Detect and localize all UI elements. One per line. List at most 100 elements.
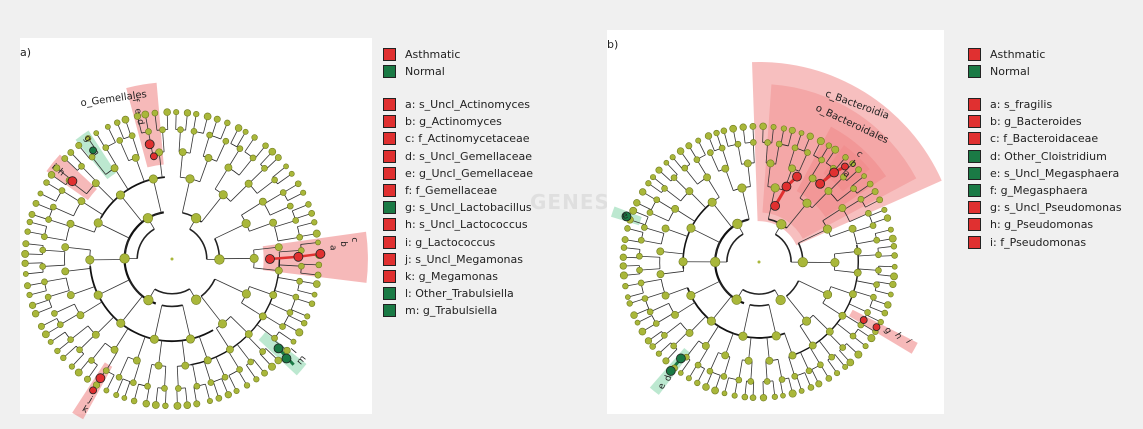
enriched-node (829, 167, 839, 178)
branch-line (48, 290, 70, 298)
taxon-node (671, 311, 679, 319)
taxon-node (817, 361, 824, 369)
taxon-node (626, 300, 633, 307)
clade-label: e (621, 211, 630, 222)
branch-line (119, 140, 130, 161)
taxon-node (775, 294, 786, 306)
taxon-node (873, 281, 880, 288)
taxon-node (24, 228, 31, 235)
branch-line (721, 147, 729, 168)
taxon-node (763, 378, 771, 385)
branch-line (641, 278, 662, 284)
taxon-node (645, 180, 652, 187)
panel_a-legend-item: d: s_Uncl_Gemellaceae (383, 149, 532, 164)
branch-line (80, 301, 103, 316)
taxon-node (875, 267, 882, 274)
taxon-node (61, 243, 70, 252)
taxon-node (286, 202, 294, 210)
branch-arc (283, 315, 289, 324)
branch-line (48, 219, 70, 227)
taxon-node (685, 375, 692, 382)
branch-arc (200, 278, 216, 298)
branch-arc (154, 288, 191, 295)
taxon-node (735, 376, 743, 384)
legend-label: Normal (990, 65, 1030, 78)
taxon-node (804, 149, 811, 156)
taxon-node (650, 174, 657, 181)
branch-line (60, 313, 80, 325)
taxon-node (739, 123, 747, 131)
taxon-node (162, 402, 169, 409)
taxon-node (110, 164, 119, 173)
taxon-node (704, 132, 713, 140)
enriched-node (770, 200, 780, 211)
branch-line (828, 332, 844, 348)
branch-line (297, 290, 315, 296)
branch-arc (869, 299, 873, 308)
branch-line (215, 356, 226, 378)
legend-swatch (383, 149, 396, 163)
branch-line (241, 201, 264, 216)
clade-label: i (903, 338, 913, 345)
taxon-node (652, 320, 660, 327)
taxon-node (214, 254, 225, 265)
taxon-node (39, 246, 47, 254)
root-node (757, 260, 761, 264)
branch-line (798, 152, 808, 172)
panel_a-legend-item: b: g_Actinomyces (383, 114, 502, 129)
enriched-node (144, 139, 155, 150)
taxon-node (875, 251, 882, 259)
taxon-node (749, 122, 757, 130)
taxon-node (161, 385, 168, 392)
legend-swatch (383, 166, 396, 180)
taxon-node (213, 115, 221, 123)
taxon-node (721, 390, 728, 397)
branch-line (182, 305, 191, 340)
branch-line (253, 267, 279, 272)
branch-line (131, 135, 140, 157)
legend-swatch (383, 98, 396, 111)
branch-line (858, 268, 879, 271)
branch-line (152, 178, 162, 213)
taxon-node (274, 154, 282, 161)
highlight-layer (611, 61, 942, 395)
taxon-node (636, 252, 643, 260)
taxon-node (865, 210, 872, 217)
taxon-node (149, 334, 159, 344)
taxon-node (224, 119, 231, 127)
taxon-node (656, 247, 665, 256)
taxon-node (707, 197, 717, 207)
branch-line (836, 323, 854, 337)
branch-arc (189, 228, 208, 260)
taxon-node (744, 356, 753, 365)
enriched-node (293, 251, 304, 262)
taxon-node (646, 209, 654, 216)
branch-line (199, 157, 209, 182)
taxon-node (32, 199, 40, 207)
branch-line (639, 255, 660, 258)
taxon-node (66, 219, 75, 228)
branch-line (709, 352, 719, 372)
enriched-node (273, 343, 284, 354)
branch-line (848, 303, 868, 313)
branch-line (95, 182, 115, 202)
clade-label: l (290, 347, 299, 355)
taxon-node (93, 290, 103, 300)
taxon-node (130, 397, 138, 405)
taxon-node (262, 142, 269, 149)
taxon-node (849, 290, 857, 299)
clade-label: d (134, 118, 145, 125)
root-node (170, 257, 174, 261)
taxon-node (638, 327, 647, 336)
branch-line (98, 222, 130, 239)
branch-line (42, 249, 65, 253)
legend-swatch (383, 252, 396, 266)
branch-arc (230, 143, 238, 148)
branch-line (181, 340, 186, 366)
taxon-node (226, 345, 234, 354)
taxon-node (26, 218, 33, 226)
taxon-node (890, 243, 898, 250)
taxon-node (661, 332, 668, 339)
branch-line (777, 359, 783, 380)
